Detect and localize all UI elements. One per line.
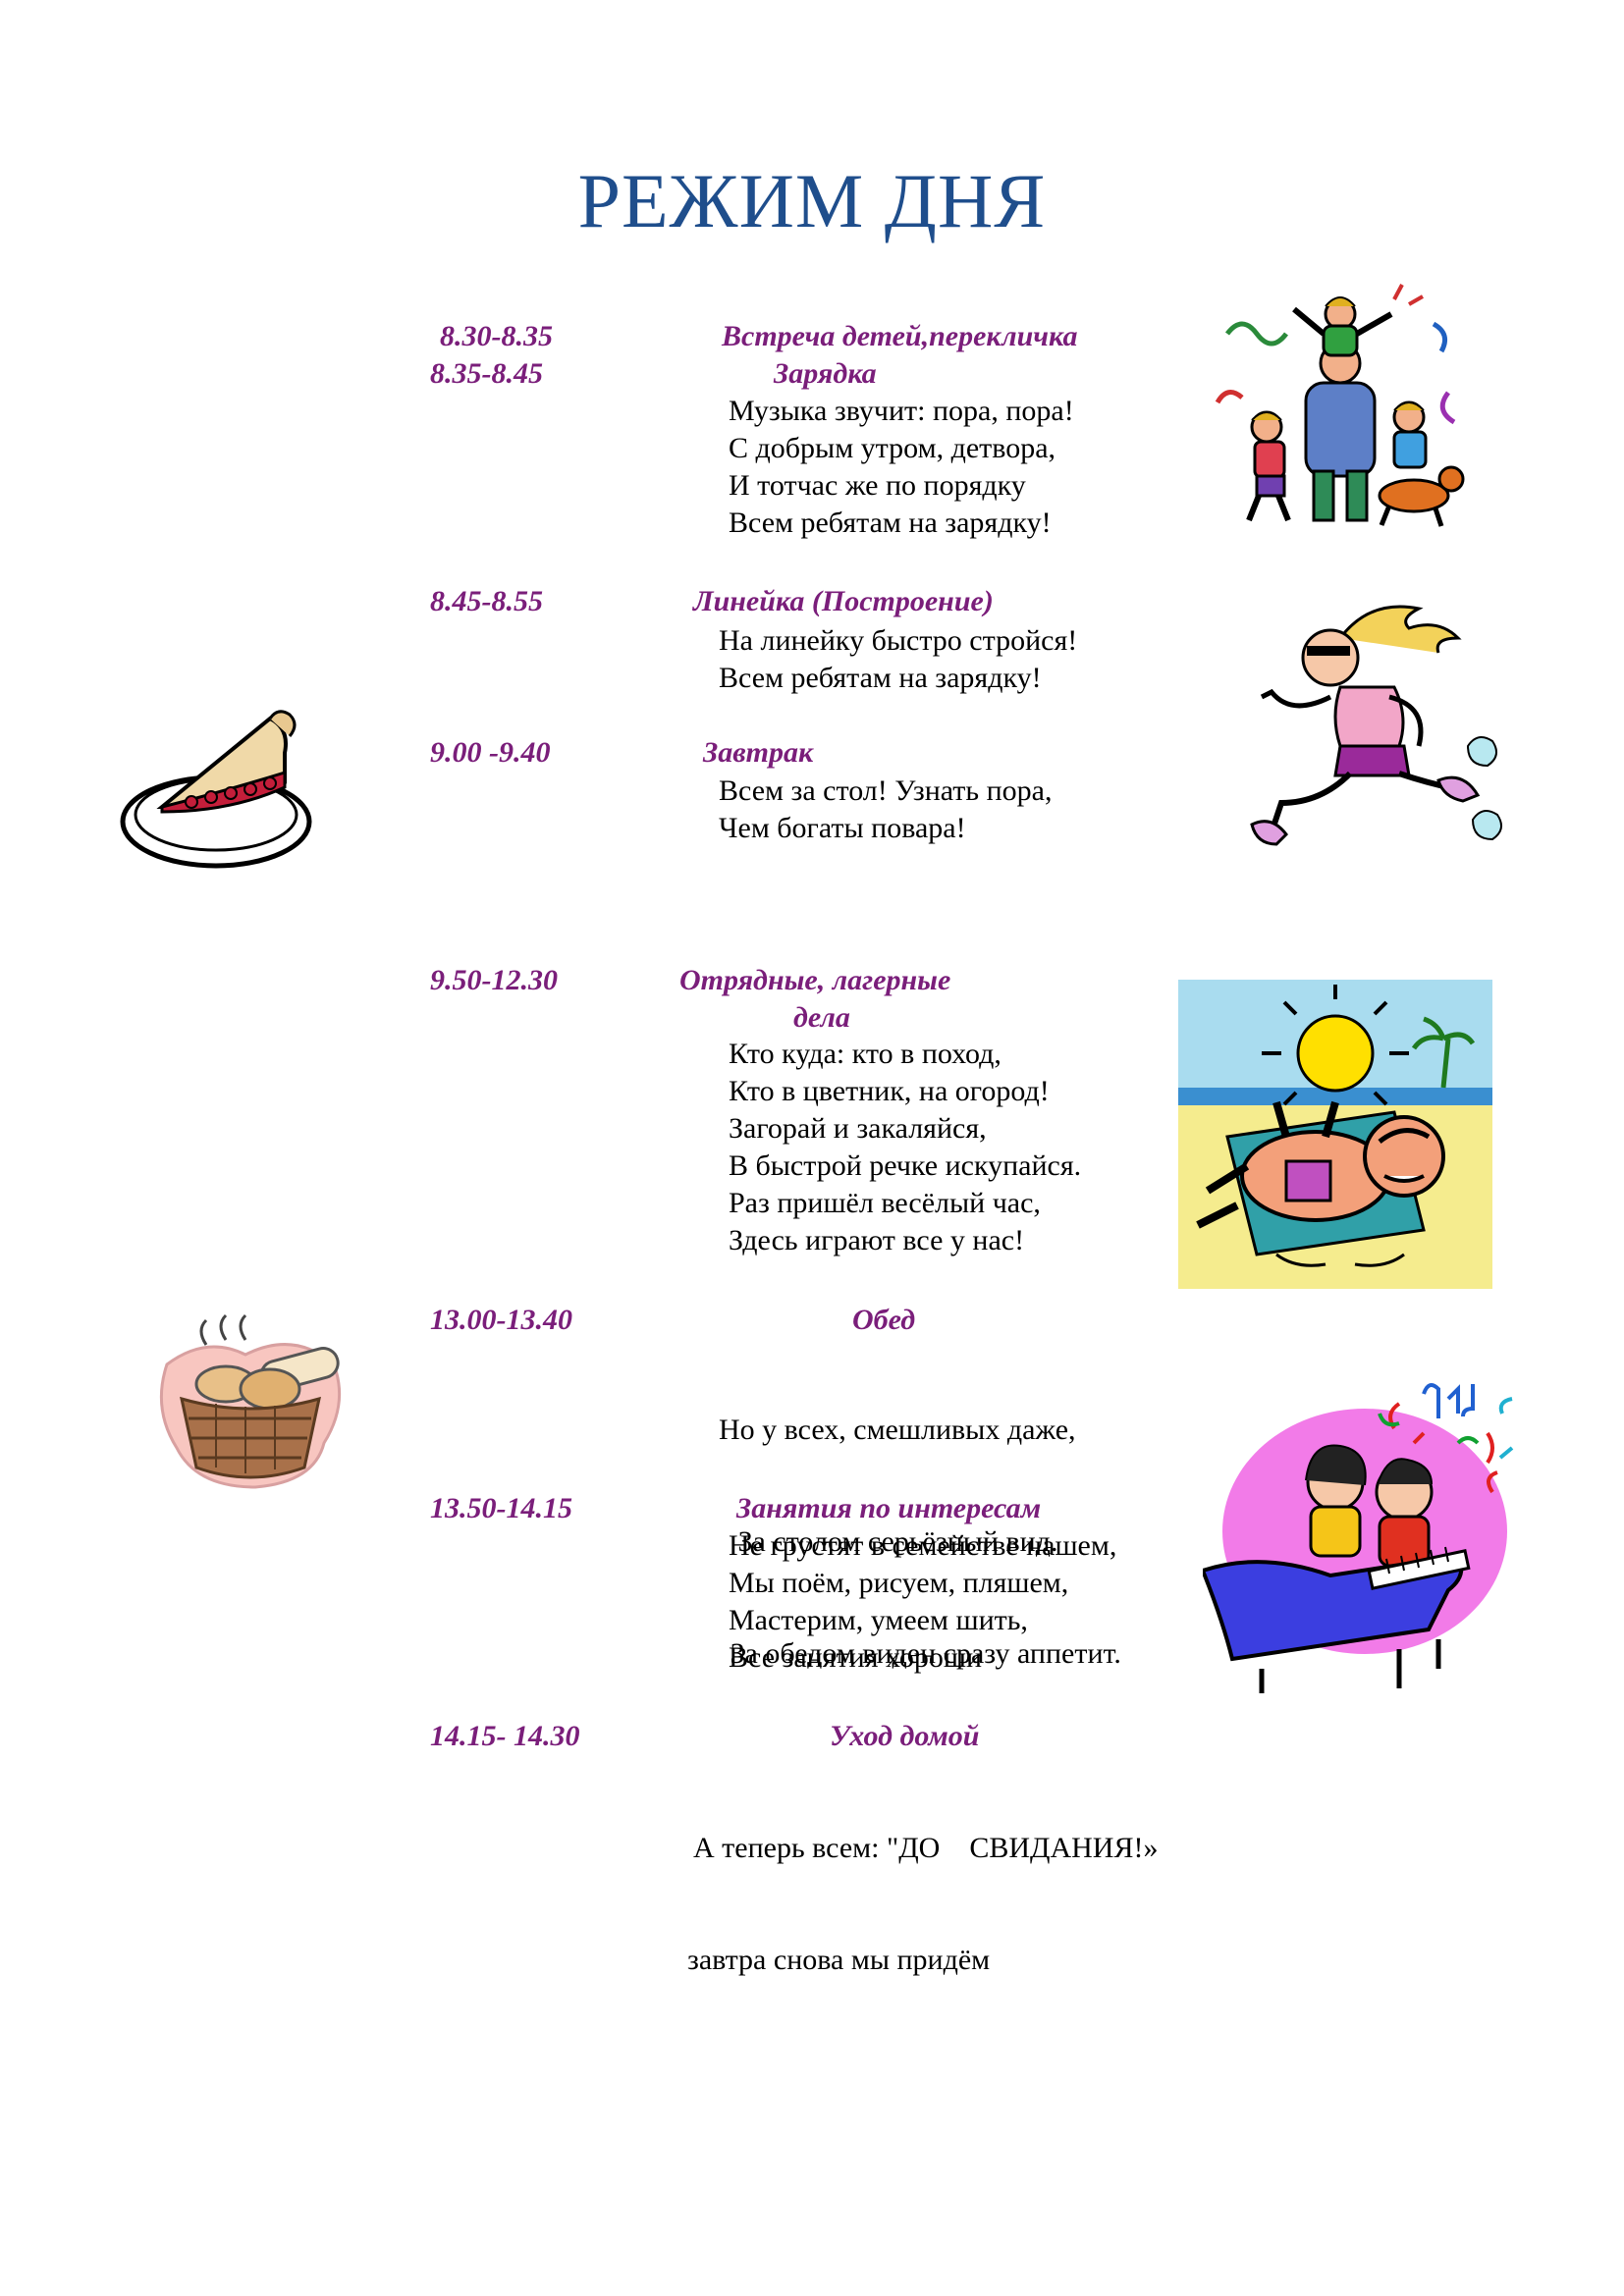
verse-line: За столом серьёзный вид. <box>731 1525 1058 1558</box>
verse-line: И тотчас же по порядку <box>729 469 1026 502</box>
verse-line: завтра снова мы придём <box>687 1944 991 1976</box>
verse-line: Мы поём, рисуем, пляшем, <box>729 1567 1069 1599</box>
verse-line: В быстрой речке искупайся. <box>729 1149 1082 1182</box>
verse-line: Всем за стол! Узнать пора, <box>719 774 1053 807</box>
verse-5: Но у всех, смешливых даже, За столом сер… <box>719 1337 1121 1710</box>
verse-line: За обедом виден сразу аппетит. <box>723 1637 1121 1670</box>
verse-7: А теперь всем: "ДО СВИДАНИЯ!» завтра сно… <box>687 1755 1159 2016</box>
time-6: 13.50-14.15 <box>430 1492 572 1524</box>
verse-line: Все занятия хороши <box>729 1641 983 1674</box>
pie-icon <box>113 699 319 876</box>
bread-basket-icon <box>147 1306 353 1492</box>
verse-1: Музыка звучит: пора, пора! С добрым утро… <box>729 393 1074 542</box>
verse-line: Чем богаты повара! <box>719 812 966 844</box>
verse-line: Кто куда: кто в поход, <box>729 1038 1001 1070</box>
time-1: 8.35-8.45 <box>430 357 543 390</box>
activity-4-cont: дела <box>793 1001 850 1034</box>
time-4: 9.50-12.30 <box>430 964 558 996</box>
verse-4: Кто куда: кто в поход, Кто в цветник, на… <box>729 1036 1081 1259</box>
verse-line: Раз пришёл весёлый час, <box>729 1187 1041 1219</box>
activity-5: Обед <box>852 1304 916 1336</box>
activity-6: Занятия по интересам <box>736 1492 1042 1524</box>
verse-6: Не грустят в семействе нашем, Мы поём, р… <box>729 1527 1116 1677</box>
activity-3: Завтрак <box>703 736 814 769</box>
activity-2: Линейка (Построение) <box>693 585 994 617</box>
verse-line: Всем ребятам на зарядку! <box>729 507 1052 539</box>
time-0: 8.30-8.35 <box>440 320 553 352</box>
piano-kids-icon <box>1203 1374 1527 1698</box>
verse-line: Не грустят в семействе нашем, <box>729 1529 1117 1562</box>
time-3: 9.00 -9.40 <box>430 736 551 769</box>
verse-line: Кто в цветник, на огород! <box>729 1075 1050 1107</box>
time-2: 8.45-8.55 <box>430 585 543 617</box>
verse-line: Загорай и закаляйся, <box>729 1112 987 1145</box>
verse-line: А теперь всем: "ДО СВИДАНИЯ!» <box>693 1832 1159 1864</box>
page-title: РЕЖИМ ДНЯ <box>577 158 1047 243</box>
sunbathing-icon <box>1178 980 1492 1289</box>
verse-line: На линейку быстро стройся! <box>719 624 1078 657</box>
verse-3: Всем за стол! Узнать пора, Чем богаты по… <box>719 773 1052 847</box>
activity-1: Зарядка <box>774 357 877 390</box>
verse-line: Но у всех, смешливых даже, <box>719 1414 1076 1446</box>
time-5: 13.00-13.40 <box>430 1304 572 1336</box>
verse-line: Мастерим, умеем шить, <box>729 1604 1028 1636</box>
time-7: 14.15- 14.30 <box>430 1720 580 1752</box>
verse-line: С добрым утром, детвора, <box>729 432 1056 464</box>
activity-4: Отрядные, лагерные <box>679 964 951 996</box>
verse-line: Музыка звучит: пора, пора! <box>729 395 1074 427</box>
verse-line: Всем ребятам на зарядку! <box>719 662 1042 694</box>
activity-7: Уход домой <box>830 1720 980 1752</box>
verse-line: Здесь играют все у нас! <box>729 1224 1025 1256</box>
family-exercise-icon <box>1208 275 1473 540</box>
activity-0: Встреча детей,перекличка <box>722 320 1078 352</box>
verse-2: На линейку быстро стройся! Всем ребятам … <box>719 622 1077 697</box>
runner-icon <box>1222 599 1507 864</box>
